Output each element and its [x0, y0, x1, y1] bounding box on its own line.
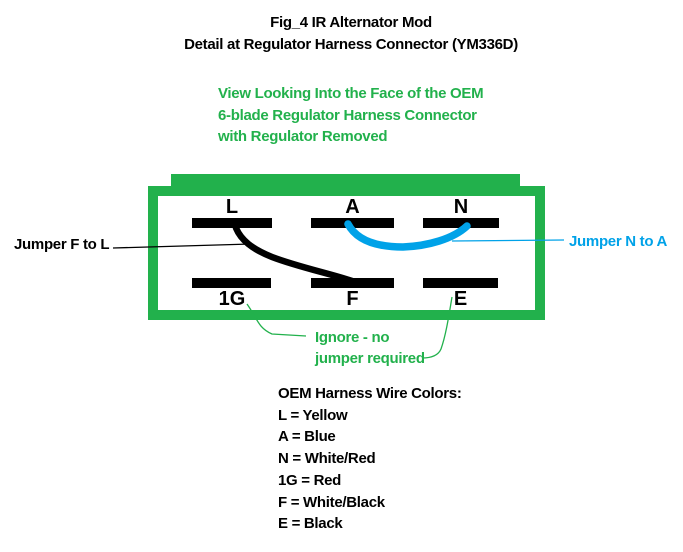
figure-title-line1: Fig_4 IR Alternator Mod — [270, 14, 432, 31]
terminal-label-l: L — [225, 196, 239, 218]
terminal-label-f: F — [346, 288, 359, 310]
terminal-label-1g: 1G — [218, 288, 246, 310]
wire-color-heading: OEM Harness Wire Colors: — [278, 385, 462, 402]
wire-color-legend: OEM Harness Wire Colors: L = Yellow A = … — [278, 383, 462, 535]
terminal-blade-1g — [192, 278, 271, 288]
terminal-blade-a — [311, 218, 394, 228]
view-note-line3: with Regulator Removed — [218, 128, 388, 145]
ignore-note-line2: jumper required — [315, 349, 425, 367]
terminal-label-n: N — [453, 196, 469, 218]
figure-title: Fig_4 IR Alternator Mod Detail at Regula… — [19, 12, 683, 56]
view-note: View Looking Into the Face of the OEM 6-… — [218, 83, 484, 148]
ignore-note: Ignore - no jumper required — [315, 328, 425, 369]
ignore-note-line1: Ignore - no — [315, 329, 390, 346]
wire-color-item-n: N = White/Red — [278, 450, 376, 468]
view-note-line2: 6-blade Regulator Harness Connector — [218, 106, 477, 124]
terminal-label-a: A — [345, 196, 360, 218]
terminal-blade-f — [311, 278, 394, 288]
connector-keying-tab — [171, 174, 520, 188]
wire-color-item-l: L = Yellow — [278, 406, 348, 424]
jumper-f-to-l-label: Jumper F to L — [14, 236, 110, 253]
view-note-line1: View Looking Into the Face of the OEM — [218, 85, 484, 102]
wire-color-item-1g: 1G = Red — [278, 471, 342, 489]
terminal-label-e: E — [453, 288, 468, 310]
wire-color-item-f: F = White/Black — [278, 493, 385, 511]
terminal-blade-n — [423, 218, 499, 228]
wire-color-item-e: E = Black — [278, 515, 343, 533]
wire-color-item-a: A = Blue — [278, 428, 336, 446]
terminal-blade-e — [423, 278, 498, 288]
figure-title-line2: Detail at Regulator Harness Connector (Y… — [184, 36, 518, 53]
jumper-n-to-a-label: Jumper N to A — [569, 233, 668, 250]
terminal-blade-l — [192, 218, 272, 228]
